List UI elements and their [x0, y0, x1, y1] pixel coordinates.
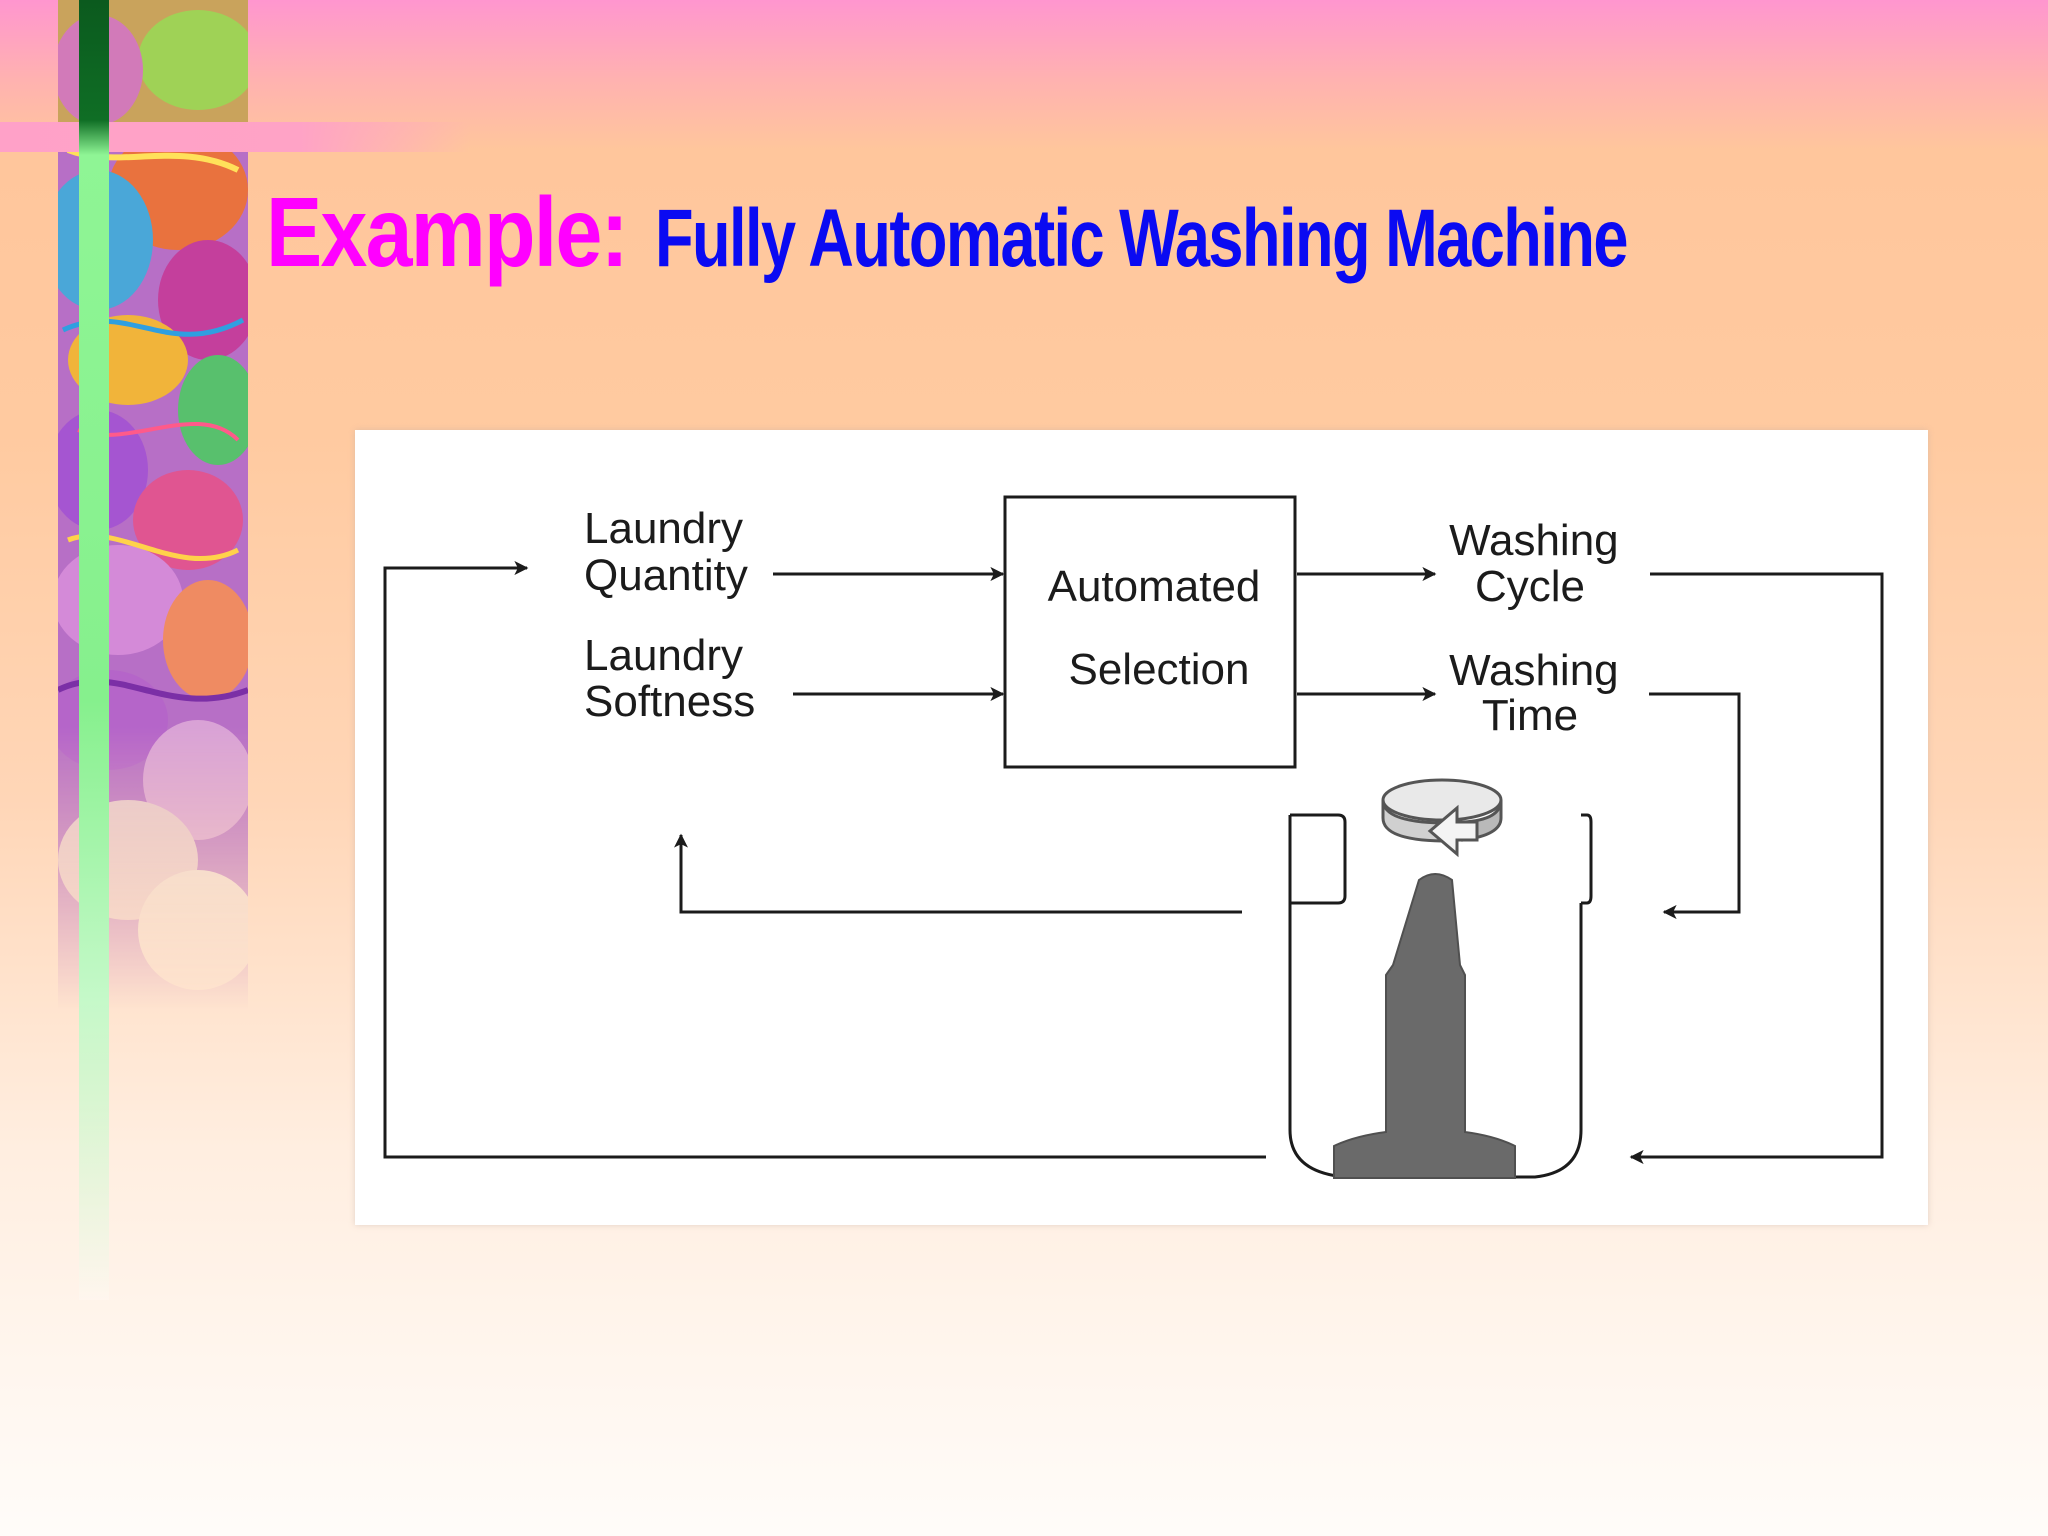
title-rest: Fully Automatic Washing Machine — [654, 193, 1628, 284]
accent-bar — [0, 122, 470, 152]
input-softness-line1: Laundry — [584, 631, 743, 680]
input-quantity-line2: Quantity — [584, 551, 748, 600]
input-quantity-line1: Laundry — [584, 504, 743, 553]
outer-loop-bottom — [383, 561, 1266, 1159]
title-lead: Example: — [266, 177, 629, 287]
automated-selection-box — [1003, 495, 1297, 769]
input-quantity-label: Laundry Quantity — [584, 504, 755, 600]
output-cycle-line1: Washing — [1449, 516, 1619, 565]
inner-loop-left — [674, 833, 1242, 914]
output-cycle-line2: Cycle — [1475, 562, 1585, 611]
process-label-line1: Automated — [1048, 562, 1261, 611]
input-softness-line2: Softness — [584, 677, 755, 726]
output-cycle-label: Washing Cycle — [1449, 516, 1631, 611]
control-diagram: Laundry Quantity Laundry Softness Automa… — [383, 495, 1884, 1179]
process-label-line2: Selection — [1068, 645, 1249, 694]
slide-title: Example: Fully Automatic Washing Machine — [266, 183, 1917, 281]
rotation-arrow-icon — [1381, 778, 1503, 858]
outer-loop-top — [1629, 572, 1884, 1164]
diagram-panel: Laundry Quantity Laundry Softness Automa… — [355, 430, 1928, 1225]
output-time-line2: Time — [1482, 691, 1578, 740]
output-time-label: Washing Time — [1449, 646, 1631, 740]
accent-strip — [79, 0, 109, 1300]
inner-loop-right — [1649, 692, 1741, 919]
input-softness-label: Laundry Softness — [584, 631, 755, 726]
washing-machine-tub-icon — [1288, 813, 1593, 1179]
output-time-line1: Washing — [1449, 646, 1619, 695]
